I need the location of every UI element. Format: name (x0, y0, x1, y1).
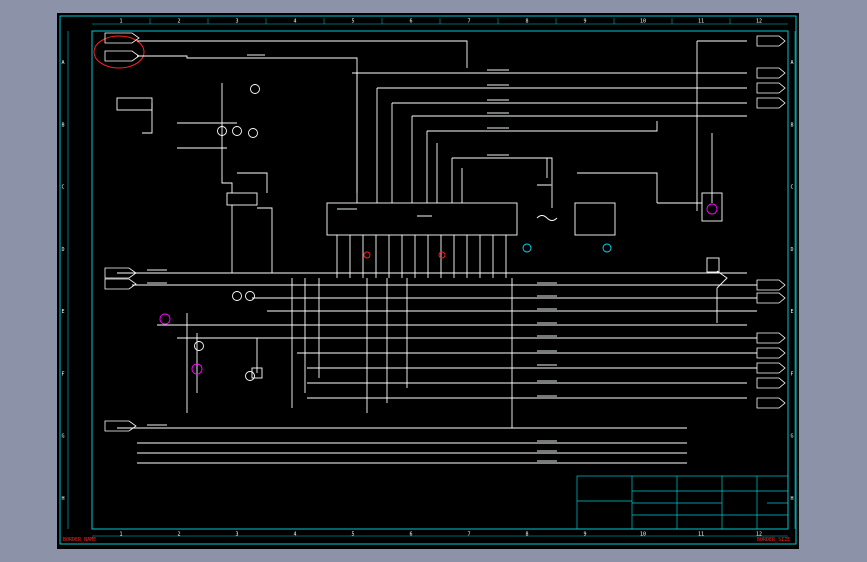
zone-column-label: 7 (467, 19, 470, 25)
outer-frame (59, 15, 797, 545)
zone-column-label: 8 (525, 19, 528, 25)
title-block (576, 475, 789, 530)
zone-row-label: G (790, 434, 793, 440)
zone-column-label: 8 (525, 532, 528, 538)
zone-column-label: 12 (756, 19, 762, 25)
zone-row-label: D (61, 247, 64, 253)
zone-column-label: 12 (756, 532, 762, 538)
zone-column-label: 7 (467, 532, 470, 538)
border-size-label: BORDER_SIZE (757, 537, 791, 543)
zone-row-label: H (790, 496, 793, 502)
process-lines (116, 40, 757, 464)
instrument-bubbles (159, 84, 718, 381)
zone-row-label: B (61, 122, 64, 128)
zone-column-label: 4 (293, 19, 296, 25)
zone-column-label: 11 (698, 532, 704, 538)
zone-row-label: E (61, 309, 64, 315)
zone-column-label: 2 (177, 19, 180, 25)
zone-column-label: 11 (698, 19, 704, 25)
zone-column-label: 10 (640, 19, 646, 25)
inner-frame (91, 30, 789, 530)
zone-row-label: C (61, 185, 64, 191)
zone-column-label: 5 (351, 532, 354, 538)
zone-row-label: F (790, 371, 793, 377)
zone-column-label: 3 (235, 19, 238, 25)
zone-column-label: 9 (583, 19, 586, 25)
zone-row-label: C (790, 185, 793, 191)
zone-column-label: 1 (119, 532, 122, 538)
zone-column-label: 6 (409, 19, 412, 25)
zone-column-label: 2 (177, 532, 180, 538)
zone-row-label: D (790, 247, 793, 253)
zone-row-label: F (61, 371, 64, 377)
zone-row-label: A (790, 60, 793, 66)
zone-column-label: 9 (583, 532, 586, 538)
border-name-label: BORDER_NAME (63, 537, 97, 543)
zone-row-label: B (790, 122, 793, 128)
zone-row-label: A (61, 60, 64, 66)
offpage-connectors (104, 32, 786, 432)
zone-column-label: 4 (293, 532, 296, 538)
zone-column-label: 10 (640, 532, 646, 538)
zone-row-label: H (61, 496, 64, 502)
zone-column-label: 6 (409, 532, 412, 538)
zone-column-label: 3 (235, 532, 238, 538)
zone-column-label: 1 (119, 19, 122, 25)
zone-column-label: 5 (351, 19, 354, 25)
zone-row-label: E (790, 309, 793, 315)
zone-row-label: G (61, 434, 64, 440)
revision-cloud (93, 35, 145, 69)
tag-marks (147, 54, 557, 462)
